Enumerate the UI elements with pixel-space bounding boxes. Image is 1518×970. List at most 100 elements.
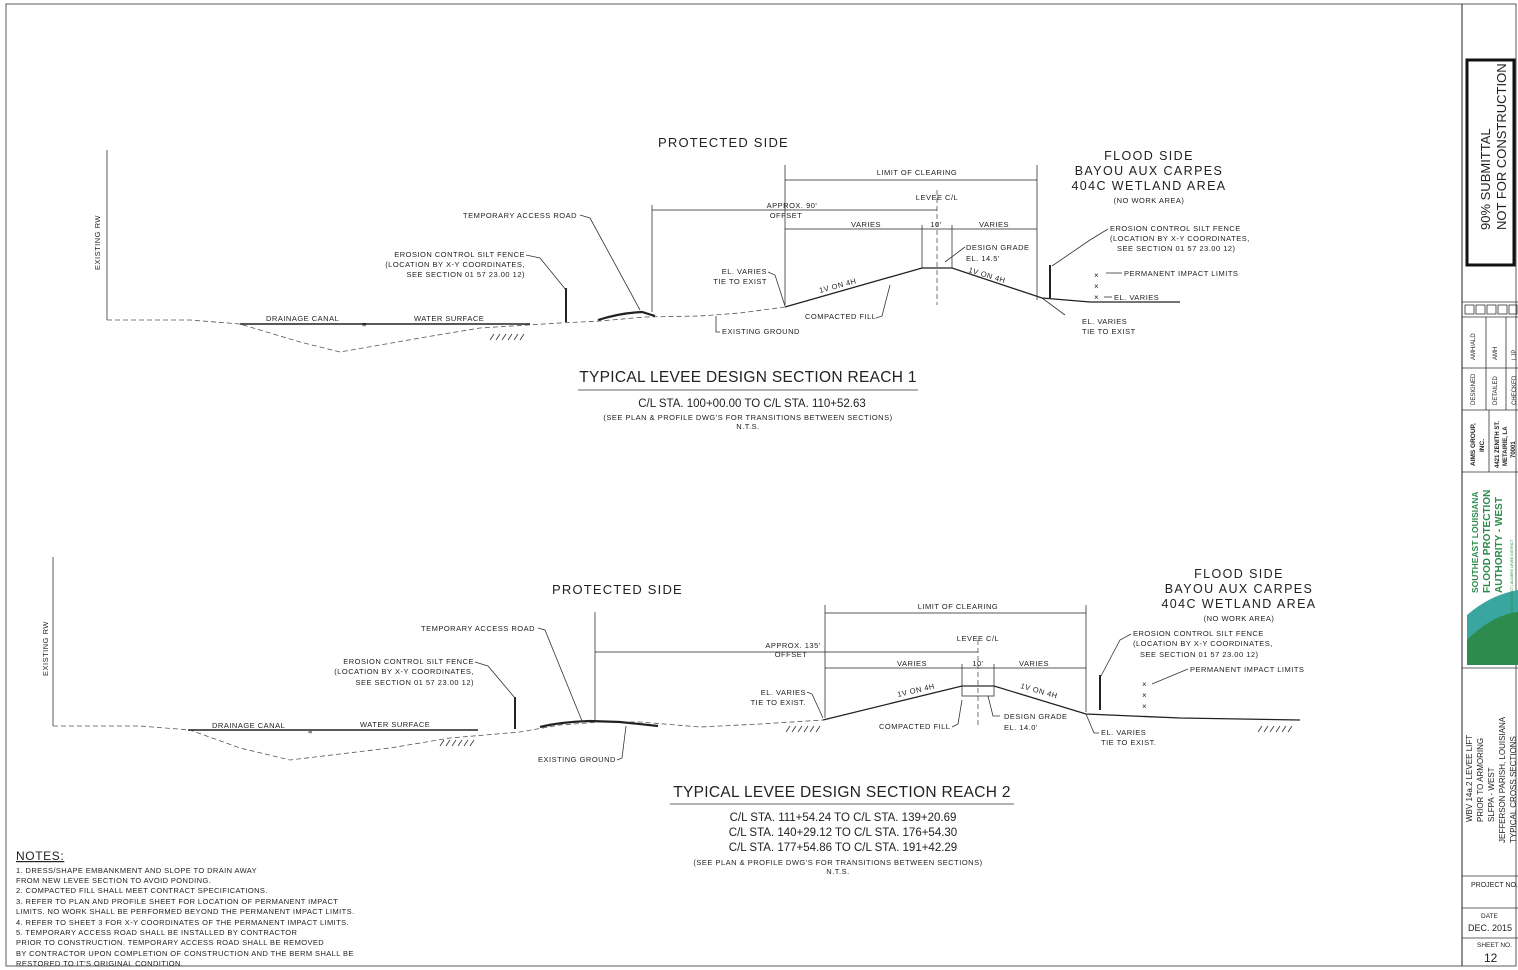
erosion-left-leader-2 xyxy=(474,661,516,699)
compacted-fill-leader-1 xyxy=(875,284,891,319)
flood-side-label-2: FLOOD SIDE xyxy=(1194,567,1284,581)
design-grade-el-1: EL. 14.5' xyxy=(966,254,1000,263)
limit-clearing-label-2: LIMIT OF CLEARING xyxy=(918,602,998,611)
varies-right-label-2: VARIES xyxy=(1019,659,1049,668)
existing-ground-1: EXISTING GROUND xyxy=(722,327,800,336)
designed-label: DESIGNED xyxy=(1471,373,1477,405)
note-line-4: 3. REFER TO PLAN AND PROFILE SHEET FOR L… xyxy=(16,897,338,906)
ground-hatch-2c xyxy=(1257,725,1293,733)
flood-side-bayou-2: BAYOU AUX CARPES xyxy=(1165,582,1314,596)
impact-x-1c: × xyxy=(1094,293,1099,302)
sheet-no-value: 12 xyxy=(1484,951,1498,965)
el-varies-tie-left-1b: TIE TO EXIST xyxy=(713,277,767,286)
ten-ft-label-2: 10' xyxy=(972,659,983,668)
date-label: DATE xyxy=(1481,913,1499,920)
ground-hatch-2 xyxy=(439,739,475,747)
el-varies-tie-left-2: EL. VARIES xyxy=(761,688,806,697)
existing-ground-line-2 xyxy=(53,719,824,761)
impact-x-2b: × xyxy=(1142,691,1147,700)
protected-side-label-2: PROTECTED SIDE xyxy=(552,582,683,597)
permanent-impact-label-1: PERMANENT IMPACT LIMITS xyxy=(1124,269,1238,278)
drainage-canal-1: DRAINAGE CANAL xyxy=(266,314,339,323)
erosion-left-1: EROSION CONTROL SILT FENCE xyxy=(394,250,525,259)
slope-left-2: 1V ON 4H xyxy=(896,682,935,699)
note-line-5: LIMITS. NO WORK SHALL BE PERFORMED BEYON… xyxy=(16,907,354,916)
approx-offset-label-1: APPROX. 90' xyxy=(767,201,818,210)
station-2a: C/L STA. 111+54.24 TO C/L STA. 139+20.69 xyxy=(730,812,957,824)
rev-box-2 xyxy=(1475,304,1486,315)
temp-road-label-1: TEMPORARY ACCESS ROAD xyxy=(463,211,577,220)
note-line-9: BY CONTRACTOR UPON COMPLETION OF CONSTRU… xyxy=(16,949,354,958)
flood-side-wetland-2: 404C WETLAND AREA xyxy=(1161,597,1316,611)
varies-left-label-2: VARIES xyxy=(897,659,927,668)
checked-label: CHECKED xyxy=(1512,375,1518,405)
impact-leader-2 xyxy=(1151,668,1189,685)
levee-cl-label-2: LEVEE C/L xyxy=(957,634,999,643)
rev-box-1 xyxy=(1464,304,1475,315)
erosion-right-leader-1 xyxy=(1051,228,1109,267)
station-1a: C/L STA. 100+00.00 TO C/L STA. 110+52.63 xyxy=(638,398,866,410)
nts-2: N.T.S. xyxy=(826,867,849,876)
approx-offset-label-2: APPROX. 135' xyxy=(765,641,820,650)
design-grade-leader-2 xyxy=(987,695,1000,717)
existing-rw-label-2: EXISTING RW xyxy=(41,621,50,676)
permanent-impact-label-2: PERMANENT IMPACT LIMITS xyxy=(1190,665,1304,674)
varies-left-label-1: VARIES xyxy=(851,220,881,229)
agency-logo: SOUTHEAST LOUISIANA FLOOD PROTECTION AUT… xyxy=(1467,490,1518,665)
slope-right-1: 1V ON 4H xyxy=(967,265,1006,285)
sheet-no-label: SHEET NO. xyxy=(1477,942,1512,949)
submittal-line-1: 90% SUBMITTAL xyxy=(1478,128,1493,230)
erosion-left-2b: (LOCATION BY X-Y COORDINATES, xyxy=(334,667,474,676)
slope-right-2: 1V ON 4H xyxy=(1019,681,1058,700)
erosion-right-2c: SEE SECTION 01 57 23.00 12) xyxy=(1140,650,1259,659)
project-line-3: SLFPA - WEST xyxy=(1487,767,1496,822)
drainage-canal-2: DRAINAGE CANAL xyxy=(212,721,285,730)
existing-ground-2: EXISTING GROUND xyxy=(538,755,616,764)
el-varies-leader-left-2 xyxy=(806,691,824,719)
section-reach-2: EXISTING RW ≡ × × × PROTECTED SIDE FLOOD… xyxy=(41,557,1316,876)
submittal-line-2: NOT FOR CONSTRUCTION xyxy=(1494,63,1509,230)
water-surface-symbol-2: ≡ xyxy=(308,727,313,736)
firm-address-2: METAIRIE, LA xyxy=(1503,426,1509,466)
el-varies-leader-left-1 xyxy=(767,271,786,307)
compacted-fill-leader-2 xyxy=(951,699,963,728)
firm-address-3: 70001 xyxy=(1511,441,1517,458)
limit-clearing-label-1: LIMIT OF CLEARING xyxy=(877,168,957,177)
erosion-left-1b: (LOCATION BY X-Y COORDINATES, xyxy=(385,260,525,269)
rev-box-5 xyxy=(1508,304,1518,315)
existing-ground-line-1 xyxy=(107,306,786,353)
project-no-label: PROJECT NO. xyxy=(1471,882,1518,889)
date-value: DEC. 2015 xyxy=(1468,923,1512,933)
erosion-left-2: EROSION CONTROL SILT FENCE xyxy=(343,657,474,666)
levee-profile-1 xyxy=(784,267,1180,308)
el-varies-leader-right-2 xyxy=(1085,713,1099,734)
notes-heading: NOTES: xyxy=(16,849,64,863)
logo-text-1: SOUTHEAST LOUISIANA xyxy=(1470,491,1480,593)
water-surface-label-2: WATER SURFACE xyxy=(360,720,430,729)
impact-x-2c: × xyxy=(1142,702,1147,711)
note-line-6: 4. REFER TO SHEET 3 FOR X-Y COORDINATES … xyxy=(16,918,349,927)
compacted-fill-2: COMPACTED FILL xyxy=(879,722,950,731)
flood-side-label-1: FLOOD SIDE xyxy=(1104,149,1194,163)
el-varies-tie-right-2: EL. VARIES xyxy=(1101,728,1146,737)
detailed-label: DETAILED xyxy=(1493,375,1499,405)
logo-text-4: WEST JEFFERSON LEVEE DISTRICT | ALGIERS … xyxy=(1510,539,1514,648)
logo-text-3: AUTHORITY - WEST xyxy=(1494,497,1505,593)
designed-by: AMH/ALD xyxy=(1471,333,1477,360)
submittal-box xyxy=(1465,58,1516,267)
firm-name-1: AIMS GROUP, xyxy=(1470,423,1477,466)
el-varies-tie-left-1: EL. VARIES xyxy=(722,267,767,276)
ground-hatch-1 xyxy=(489,333,525,341)
tie-right-1 xyxy=(1041,297,1066,316)
no-work-area-1: (NO WORK AREA) xyxy=(1114,196,1185,205)
station-2c: C/L STA. 177+54.86 TO C/L STA. 191+42.29 xyxy=(729,842,957,854)
section-title-1: TYPICAL LEVEE DESIGN SECTION REACH 1 xyxy=(579,369,917,386)
project-line-5: TYPICAL CROSS SECTIONS xyxy=(1509,736,1518,843)
erosion-right-1b: (LOCATION BY X-Y COORDINATES, xyxy=(1110,234,1250,243)
see-plan-1: (SEE PLAN & PROFILE DWG'S FOR TRANSITION… xyxy=(603,413,892,422)
temp-road-leader-1 xyxy=(579,214,641,311)
rev-box-4 xyxy=(1497,304,1508,315)
project-line-2: PRIOR TO ARMORING xyxy=(1476,738,1485,822)
erosion-right-2b: (LOCATION BY X-Y COORDINATES, xyxy=(1133,639,1273,648)
logo-text-2: FLOOD PROTECTION xyxy=(1482,490,1493,593)
